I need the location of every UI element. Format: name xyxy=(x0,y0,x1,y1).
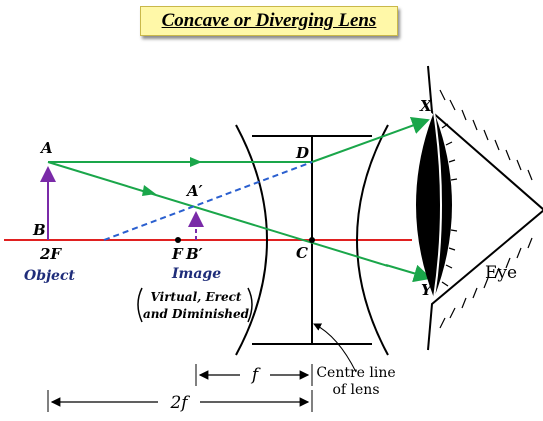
refracted-ray-upper xyxy=(311,116,430,163)
virtual-ray-extension xyxy=(103,161,313,241)
image-note-line-1: Virtual, Erect xyxy=(151,290,242,304)
image-label: Image xyxy=(171,266,221,282)
centre-line-label-2: of lens xyxy=(332,382,379,398)
ray-arrow-head xyxy=(190,157,202,167)
point-label-y: Y xyxy=(421,281,433,299)
image-note-bracket xyxy=(137,287,253,323)
point-label-f: F xyxy=(171,245,184,263)
optical-centre-point xyxy=(309,237,315,243)
point-label-a-prime: A′ xyxy=(185,182,203,200)
point-label-x: X xyxy=(419,97,433,115)
image-note-line-2: and Diminished xyxy=(143,307,250,321)
twice-focal-length-label: 2f xyxy=(169,393,190,413)
point-label-c: C xyxy=(296,244,308,262)
point-label-a: A xyxy=(39,139,53,157)
point-label-b: B xyxy=(32,221,46,239)
ray-arrow-head xyxy=(142,185,156,196)
eye-illustration xyxy=(416,65,543,351)
centre-line-label-1: Centre line xyxy=(316,365,395,381)
focus-point xyxy=(175,237,181,243)
focal-length-label: f xyxy=(250,365,261,385)
page-title: Concave or Diverging Lens xyxy=(161,10,377,31)
ray-through-centre xyxy=(47,161,389,267)
point-label-d: D xyxy=(295,144,309,162)
refracted-ray-lower xyxy=(385,264,432,283)
point-label-2f: 2F xyxy=(39,245,62,263)
title-banner: Concave or Diverging Lens xyxy=(140,6,398,36)
point-label-b-prime: B′ xyxy=(185,245,203,263)
object-label: Object xyxy=(24,268,75,284)
eye-label: Eye xyxy=(485,263,517,283)
centre-line-pointer xyxy=(313,323,357,373)
